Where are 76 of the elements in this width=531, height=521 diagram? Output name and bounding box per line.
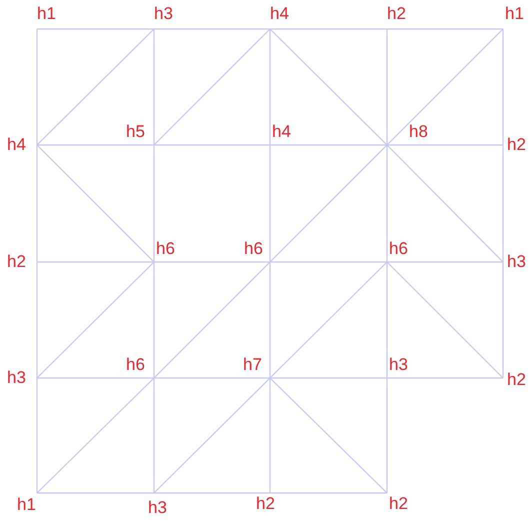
mesh-edge bbox=[37, 492, 154, 494]
vertex-label: h6 bbox=[126, 355, 145, 375]
mesh-edge bbox=[270, 378, 388, 494]
mesh-edge bbox=[386, 29, 388, 145]
vertex-label: h6 bbox=[244, 239, 263, 259]
vertex-label: h1 bbox=[17, 495, 36, 515]
mesh-edge bbox=[269, 378, 271, 493]
mesh-edge bbox=[153, 29, 155, 145]
mesh-edge bbox=[270, 377, 387, 379]
mesh-edge bbox=[37, 377, 154, 379]
mesh-edge bbox=[154, 28, 270, 30]
vertex-label: h5 bbox=[126, 122, 145, 142]
mesh-edge bbox=[386, 262, 388, 378]
vertex-label: h6 bbox=[156, 239, 175, 259]
mesh-edge bbox=[386, 145, 388, 262]
vertex-label: h8 bbox=[409, 122, 428, 142]
mesh-edge bbox=[36, 28, 154, 146]
vertex-label: h4 bbox=[270, 4, 289, 24]
mesh-edge bbox=[270, 261, 387, 263]
vertex-label: h2 bbox=[389, 494, 408, 514]
mesh-edge bbox=[36, 378, 38, 493]
vertex-label: h2 bbox=[507, 370, 526, 390]
mesh-edge bbox=[36, 378, 154, 494]
mesh-edge bbox=[154, 492, 270, 494]
mesh-edge bbox=[387, 144, 503, 146]
vertex-label: h4 bbox=[7, 135, 26, 155]
vertex-label: h4 bbox=[272, 122, 291, 142]
vertex-label: h1 bbox=[505, 4, 524, 24]
vertex-label: h3 bbox=[7, 368, 26, 388]
mesh-edge bbox=[154, 144, 270, 146]
mesh-edge bbox=[154, 377, 270, 379]
mesh-edge bbox=[153, 145, 155, 262]
mesh-edge bbox=[154, 261, 270, 263]
mesh-edge bbox=[154, 378, 270, 494]
mesh-edge bbox=[387, 377, 503, 379]
vertex-label: h7 bbox=[243, 355, 262, 375]
vertex-label: h6 bbox=[389, 239, 408, 259]
mesh-edge bbox=[37, 28, 154, 30]
mesh-edge bbox=[502, 145, 504, 262]
mesh-edge bbox=[154, 28, 270, 146]
mesh-edge bbox=[386, 378, 388, 493]
mesh-edge bbox=[502, 29, 504, 145]
mesh-edge bbox=[270, 144, 388, 262]
vertex-label: h2 bbox=[387, 4, 406, 24]
vertex-label: h3 bbox=[148, 498, 167, 518]
vertex-label: h2 bbox=[507, 135, 526, 155]
mesh-edge bbox=[269, 145, 271, 262]
mesh-edge bbox=[270, 28, 387, 30]
mesh-edge bbox=[270, 28, 388, 146]
vertex-label: h2 bbox=[7, 252, 26, 272]
mesh-edge bbox=[36, 262, 154, 378]
mesh-edge bbox=[269, 29, 271, 145]
mesh-edge bbox=[36, 29, 38, 145]
vertex-label: h3 bbox=[389, 355, 408, 375]
mesh-edge bbox=[36, 145, 38, 262]
vertex-label: h3 bbox=[507, 252, 526, 272]
mesh-edge bbox=[37, 261, 154, 263]
mesh-edge bbox=[36, 144, 154, 262]
mesh-edge bbox=[386, 144, 504, 262]
mesh-edge bbox=[270, 262, 388, 378]
vertex-label: h1 bbox=[37, 4, 56, 24]
mesh-edge bbox=[387, 261, 503, 263]
mesh-edge bbox=[37, 144, 154, 146]
mesh-edge bbox=[153, 262, 155, 378]
vertex-label: h3 bbox=[154, 4, 173, 24]
mesh-edge bbox=[386, 262, 504, 378]
mesh-edge bbox=[153, 378, 155, 493]
vertex-label: h2 bbox=[256, 494, 275, 514]
mesh-edge bbox=[270, 492, 387, 494]
mesh-edge bbox=[270, 144, 387, 146]
mesh-edge bbox=[386, 28, 504, 146]
mesh-edge bbox=[502, 262, 504, 378]
mesh-edge bbox=[387, 28, 503, 30]
mesh-edge bbox=[154, 262, 270, 378]
mesh-edge bbox=[36, 262, 38, 378]
mesh-edge bbox=[269, 262, 271, 378]
